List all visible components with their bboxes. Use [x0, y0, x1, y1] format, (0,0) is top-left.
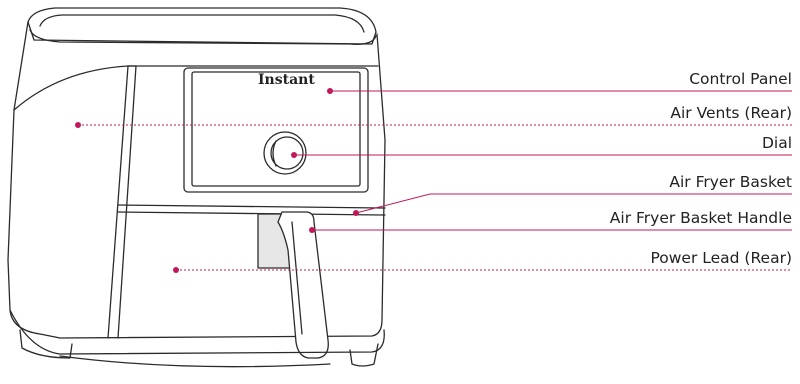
label-air-vents: Air Vents (Rear) — [670, 104, 792, 122]
label-power-lead: Power Lead (Rear) — [650, 249, 792, 267]
callout-dot-control-panel — [327, 88, 333, 94]
air-fryer-illustration — [7, 7, 386, 368]
label-basket: Air Fryer Basket — [669, 173, 792, 191]
base-bottom — [59, 355, 331, 368]
base — [9, 309, 385, 355]
dial-inner — [270, 136, 304, 170]
handle — [277, 211, 329, 359]
label-basket-handle: Air Fryer Basket Handle — [609, 209, 792, 227]
body-outline — [7, 21, 386, 339]
basket-seam-lower — [117, 211, 386, 216]
callout-dots — [75, 88, 359, 273]
left-panel-edge — [117, 65, 137, 339]
callout-dot-power-lead — [173, 267, 179, 273]
lid-top — [27, 7, 377, 45]
dial-grip — [272, 140, 277, 167]
basket-seam — [117, 204, 386, 209]
callout-line-basket — [355, 193, 792, 214]
base-foot-left — [19, 329, 73, 359]
lid-rim — [29, 29, 377, 45]
label-dial: Dial — [761, 134, 792, 152]
label-control-panel: Control Panel — [689, 70, 792, 88]
dial-outer — [263, 131, 307, 175]
callout-dot-air-vents — [75, 122, 81, 128]
control-panel-inner — [191, 71, 361, 187]
callout-dot-basket — [353, 210, 359, 216]
base-foot-right — [349, 343, 379, 367]
left-panel — [13, 65, 129, 339]
handle-inner — [291, 221, 303, 335]
callout-dot-basket-handle — [309, 227, 315, 233]
lid-inner — [39, 14, 365, 33]
control-panel — [183, 67, 369, 193]
callouts — [78, 90, 792, 271]
callout-dot-dial — [291, 152, 297, 158]
brand-logo: Instant — [258, 72, 315, 88]
